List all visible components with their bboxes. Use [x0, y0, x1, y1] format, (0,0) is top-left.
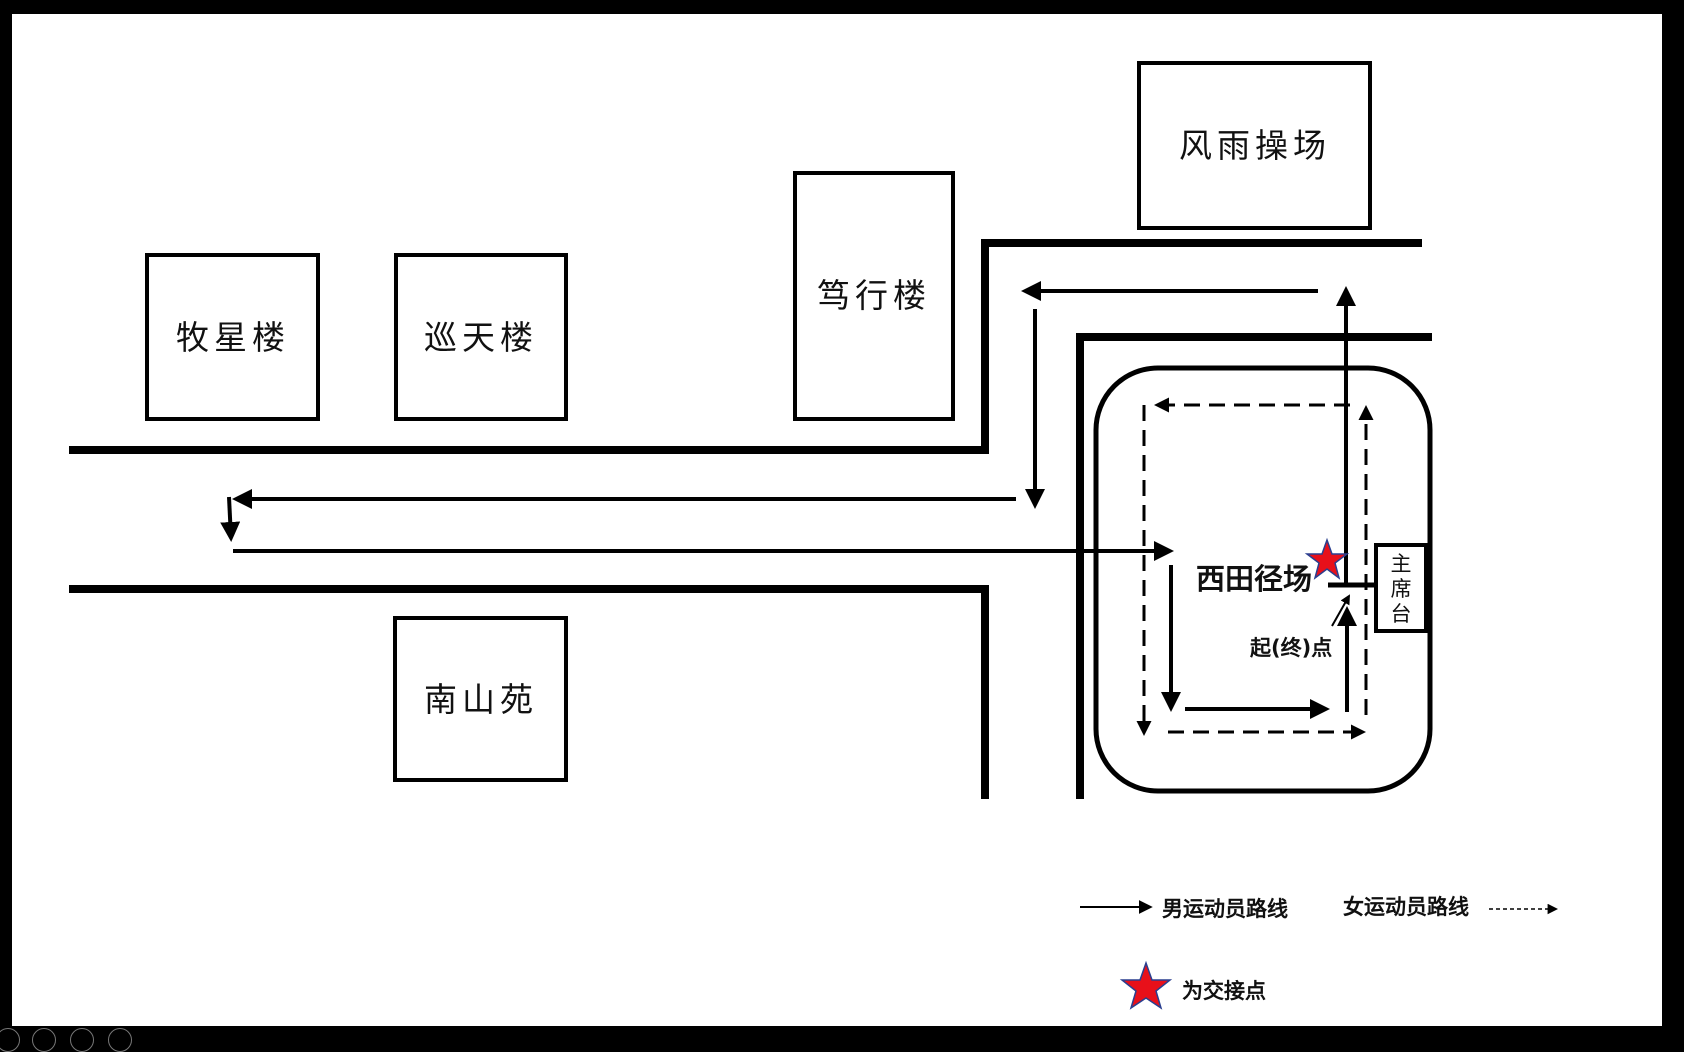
building-duxing-label: 笃行楼 — [817, 276, 931, 315]
male-route — [220, 281, 1357, 719]
main-stand-label-1: 主 — [1391, 552, 1412, 576]
building-xuntian: 巡天楼 — [394, 253, 568, 421]
map-background — [12, 14, 1662, 1026]
main-stand-label-2: 席 — [1391, 577, 1412, 601]
slides-view-icon[interactable] — [32, 1028, 56, 1052]
building-fengyu: 风雨操场 — [1137, 61, 1372, 230]
building-nanshan: 南山苑 — [393, 616, 568, 782]
more-options-icon[interactable] — [108, 1028, 132, 1052]
building-muxing-label: 牧星楼 — [176, 318, 290, 357]
legend-male-label: 男运动员路线 — [1162, 897, 1288, 921]
legend-star-icon — [1119, 960, 1173, 1010]
red-star-icon — [1304, 537, 1350, 580]
pen-tool-icon[interactable] — [0, 1028, 20, 1052]
legend: 男运动员路线 女运动员路线 为交接点 — [1080, 895, 1559, 1010]
track-field — [1093, 365, 1433, 794]
female-route — [1136, 397, 1374, 740]
building-xuntian-label: 巡天楼 — [424, 318, 538, 357]
main-stand: 主 席 台 — [1374, 543, 1428, 633]
main-road-south-edge — [69, 585, 989, 799]
field-road-edge — [1076, 333, 1432, 799]
field-name: 西田径场 — [1196, 562, 1312, 596]
start-finish-pointer — [1331, 594, 1350, 627]
building-muxing: 牧星楼 — [145, 253, 320, 421]
roads — [69, 239, 1432, 799]
main-road-north-edge — [69, 239, 1422, 454]
male-route-turn — [220, 496, 241, 542]
start-finish-label: 起(终)点 — [1249, 636, 1332, 660]
building-fengyu-label: 风雨操场 — [1179, 126, 1331, 165]
legend-female-label: 女运动员路线 — [1343, 895, 1469, 919]
building-duxing: 笃行楼 — [793, 171, 955, 421]
main-stand-label-3: 台 — [1391, 602, 1412, 626]
building-nanshan-label: 南山苑 — [424, 680, 538, 719]
zoom-icon[interactable] — [70, 1028, 94, 1052]
legend-handoff-label: 为交接点 — [1182, 979, 1266, 1003]
